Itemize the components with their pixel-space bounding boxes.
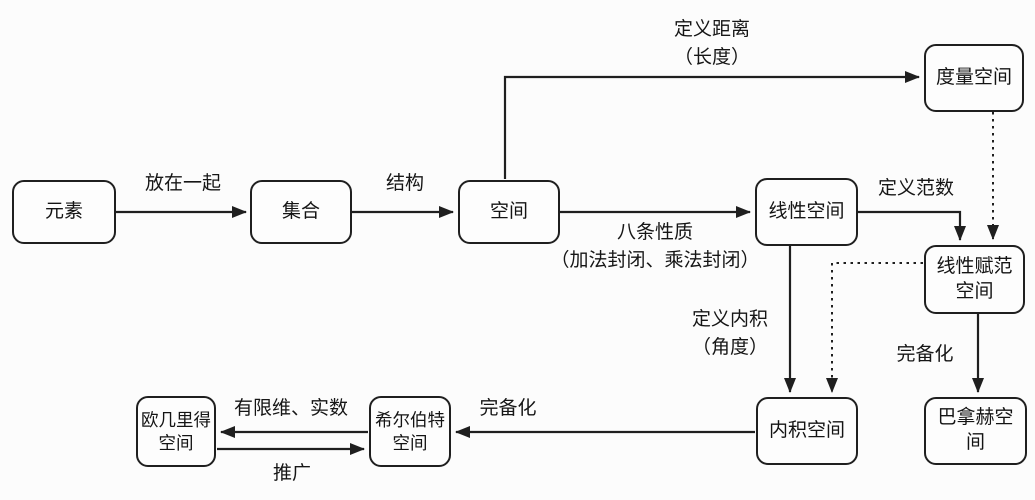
edge-label-put-together: 放在一起: [144, 173, 222, 194]
node-euclidean-space-label: 欧几里得 空间: [141, 409, 211, 453]
node-set-label: 集合: [281, 200, 320, 222]
node-hilbert-space-label: 希尔伯特 空间: [375, 409, 445, 453]
node-hilbert-space: 希尔伯特 空间: [369, 396, 451, 467]
edge-label-eight-properties: 八条性质 （加法封闭、乘法封闭）: [550, 222, 760, 271]
edge-label-completion-to-banach: 完备化: [896, 344, 954, 365]
edge-label-finite-dim-real: 有限维、实数: [233, 398, 349, 419]
node-metric-space: 度量空间: [924, 44, 1024, 112]
node-metric-space-label: 度量空间: [935, 66, 1012, 88]
edge-label-define-inner-product: 定义内积 （角度）: [691, 309, 769, 358]
node-banach-space: 巴拿赫空 间: [924, 397, 1027, 465]
edge-linear-space-to-normed-space: [858, 210, 966, 241]
edge-label-generalize: 推广: [272, 463, 312, 484]
node-normed-linear-space-label: 线性赋范 空间: [936, 255, 1013, 302]
node-set: 集合: [250, 180, 352, 244]
node-euclidean-space: 欧几里得 空间: [136, 396, 216, 467]
node-linear-space: 线性空间: [755, 178, 858, 246]
edge-space-to-metric-space: [503, 71, 920, 179]
node-inner-product-space-label: 内积空间: [768, 419, 845, 441]
node-linear-space-label: 线性空间: [768, 200, 845, 222]
edge-label-structure: 结构: [385, 173, 425, 194]
edge-label-completion-to-hilbert: 完备化: [479, 398, 537, 419]
node-space-label: 空间: [489, 200, 528, 222]
edge-normed-space-to-inner-product-space-dotted: [826, 262, 923, 393]
node-normed-linear-space: 线性赋范 空间: [924, 245, 1025, 314]
node-inner-product-space: 内积空间: [756, 397, 858, 465]
node-space: 空间: [458, 180, 560, 244]
node-banach-space-label: 巴拿赫空 间: [937, 407, 1014, 453]
node-element-label: 元素: [44, 200, 83, 222]
edge-label-define-distance: 定义距离 （长度）: [673, 19, 751, 68]
edge-label-define-norm: 定义范数: [877, 178, 955, 199]
node-element: 元素: [12, 180, 116, 244]
